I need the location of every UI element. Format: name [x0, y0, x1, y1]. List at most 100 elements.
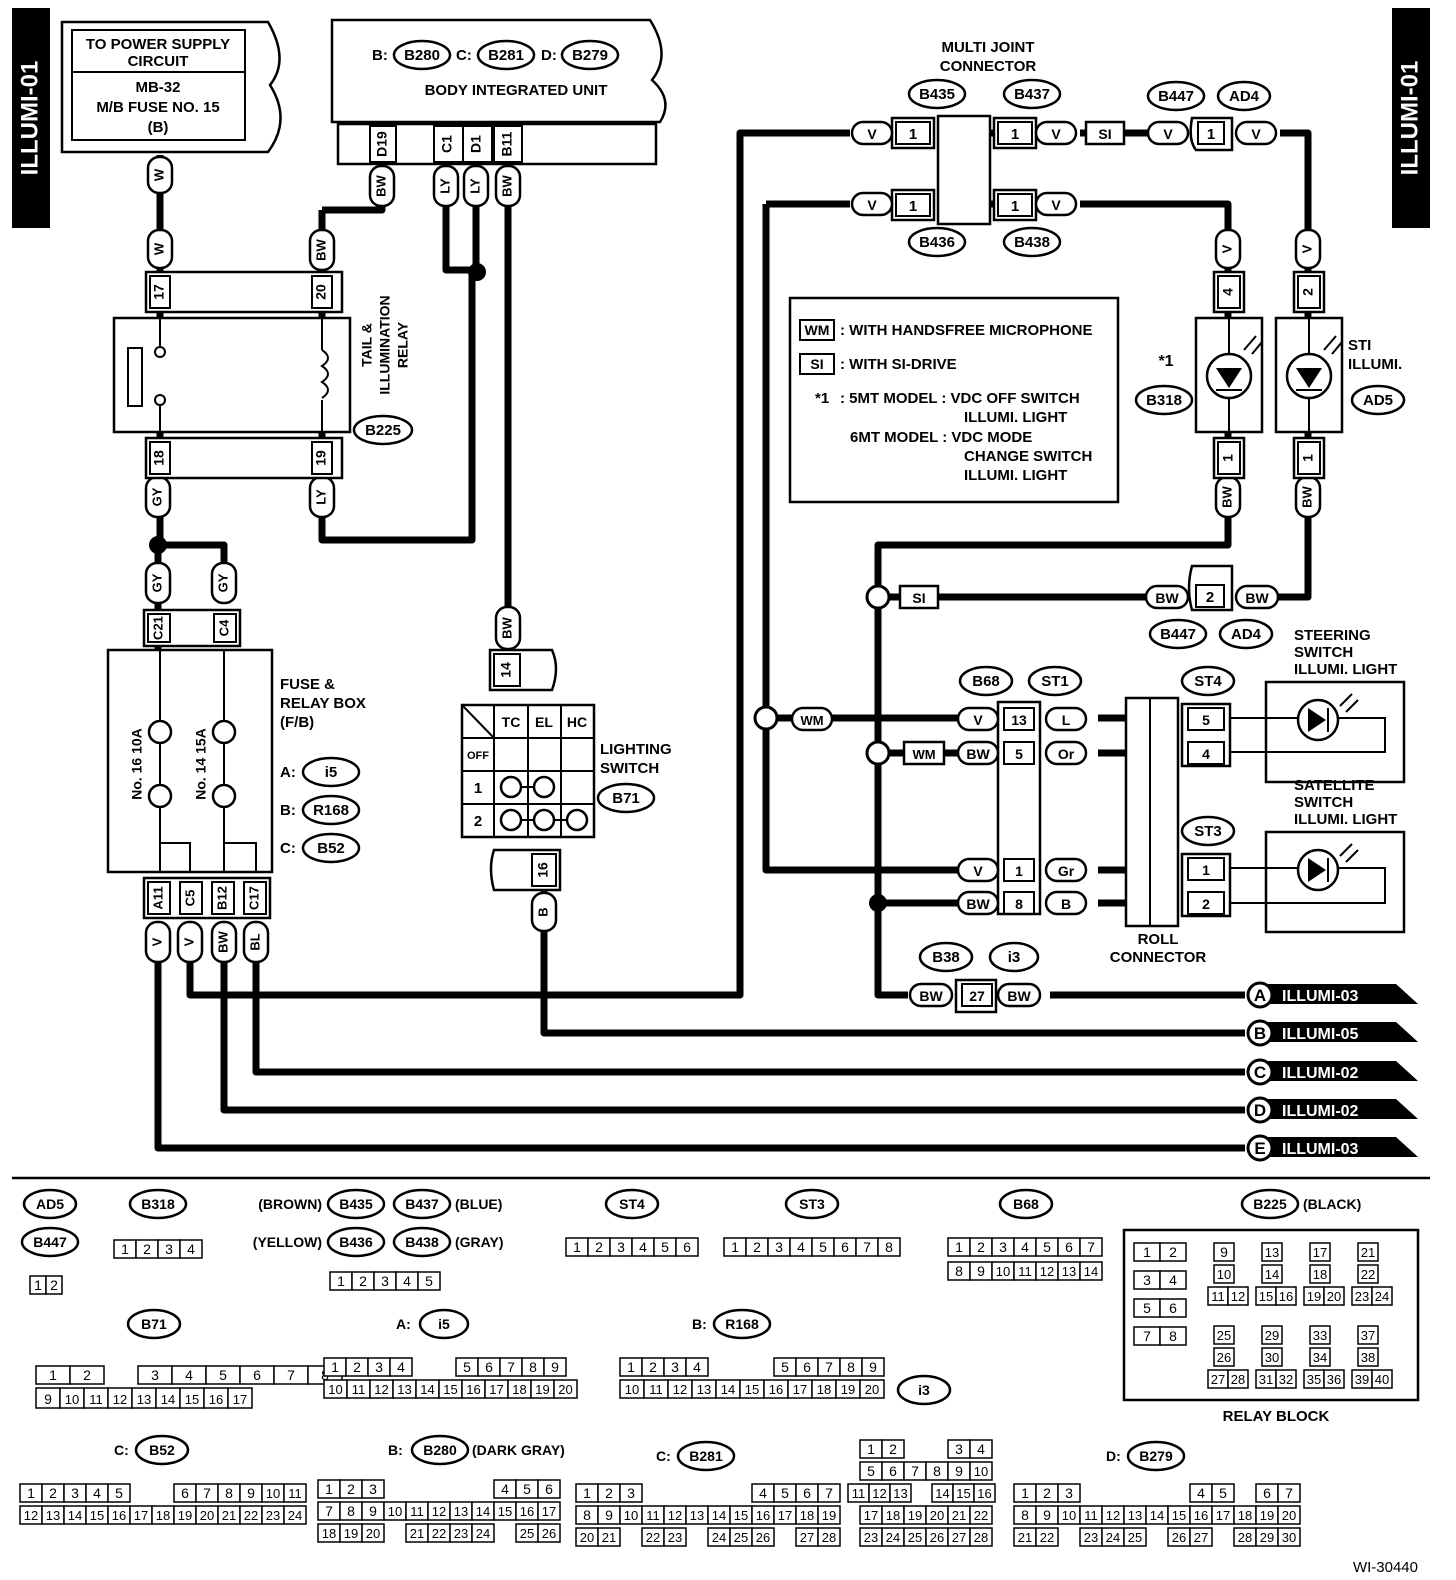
view-b447: B447: [33, 1234, 67, 1250]
pin-number: 2: [83, 1367, 91, 1383]
pin-number: 20: [580, 1530, 594, 1545]
relay-pin-18: 18: [151, 450, 167, 466]
pin-cell: [817, 1527, 841, 1547]
pin-cell: [389, 1357, 413, 1377]
ls-title-2: SWITCH: [600, 760, 659, 777]
ls-col-tc: TC: [502, 714, 521, 730]
pin-cell: [1323, 1369, 1345, 1389]
pin-number: 17: [1216, 1508, 1230, 1523]
pin-cell: [361, 1523, 385, 1543]
biu-ref-c-prefix: C:: [456, 47, 472, 64]
pin-cell: [619, 1483, 643, 1503]
pin-number: 25: [1128, 1530, 1142, 1545]
pin-number: 3: [671, 1359, 679, 1375]
sheet-code-right: ILLUMI-01: [1396, 61, 1423, 176]
vdc-pin-1: 1: [1220, 454, 1236, 462]
pin-number: 14: [1084, 1264, 1098, 1279]
biu-title: BODY INTEGRATED UNIT: [425, 82, 608, 99]
pin-number: 20: [865, 1382, 879, 1397]
fb-title-1: FUSE &: [280, 676, 335, 693]
pin-number: 13: [1128, 1508, 1142, 1523]
output-d[interactable]: D ILLUMI-02: [1246, 1096, 1418, 1124]
pin-number: 17: [778, 1508, 792, 1523]
vdc-pin-4: 4: [1220, 288, 1236, 296]
pin-cell: [1357, 1325, 1379, 1345]
pin-number: 3: [165, 1241, 173, 1257]
pin-number: 9: [605, 1507, 613, 1523]
pin-number: 1: [49, 1367, 57, 1383]
relay-id: B225: [365, 422, 401, 439]
pin-cell: [471, 1523, 495, 1543]
pin-cell: [1035, 1527, 1059, 1547]
b447-id-mid: B447: [1160, 626, 1196, 643]
output-e[interactable]: E ILLUMI-03: [1246, 1134, 1418, 1162]
pin-number: 2: [1169, 1244, 1177, 1260]
joint-id-b437: B437: [1014, 86, 1050, 103]
pin-number: 8: [933, 1463, 941, 1479]
biu-ref-c-id: B281: [488, 47, 524, 64]
pin-number: 4: [501, 1481, 509, 1497]
pin-cell: [283, 1483, 307, 1503]
vdc-mark: *1: [1158, 353, 1173, 370]
view-c-prefix-1: C:: [114, 1442, 129, 1458]
pin-number: 18: [886, 1508, 900, 1523]
roll-row1-pin: 13: [1011, 712, 1027, 728]
view-brown: (BROWN): [258, 1196, 322, 1212]
output-a[interactable]: A ILLUMI-03: [1246, 981, 1418, 1009]
pin-number: 16: [769, 1382, 783, 1397]
ls-pin-14: 14: [498, 662, 514, 678]
pin-cell: [1213, 1242, 1235, 1262]
pin-cell: [1159, 1242, 1187, 1262]
power-supply-box: TO POWER SUPPLY CIRCUIT MB-32 M/B FUSE N…: [60, 20, 282, 154]
pin-number: 24: [288, 1508, 302, 1523]
pin-number: 18: [156, 1508, 170, 1523]
wire-tag-v-6: V: [867, 197, 877, 213]
pin-number: 23: [266, 1508, 280, 1523]
pin-number: 6: [485, 1359, 493, 1375]
roll-row3-left: V: [973, 863, 983, 879]
pin-cell: [1123, 1527, 1147, 1547]
roll-row2-pin: 5: [1015, 746, 1023, 762]
pin-number: 8: [225, 1485, 233, 1501]
relay-title-2: ILLUMINATION: [377, 295, 393, 394]
pin-number: 20: [930, 1508, 944, 1523]
pin-number: 14: [721, 1382, 735, 1397]
pin-number: 17: [864, 1508, 878, 1523]
output-b[interactable]: B ILLUMI-05: [1246, 1019, 1418, 1047]
pin-number: 24: [1106, 1530, 1120, 1545]
pin-number: 4: [639, 1239, 647, 1255]
pin-number: 8: [1169, 1328, 1177, 1344]
wire-tag-wm-1: WM: [800, 713, 823, 728]
roll-row4-left: BW: [966, 896, 990, 912]
pin-number: 26: [756, 1530, 770, 1545]
power-line1: TO POWER SUPPLY: [86, 36, 230, 53]
sti-pin-2: 2: [1300, 288, 1316, 296]
pin-cell: [361, 1479, 385, 1499]
pin-number: 3: [617, 1239, 625, 1255]
legend-note-mark: *1: [815, 390, 829, 407]
pin-cell: [861, 1357, 885, 1377]
pin-number: 3: [1143, 1272, 1151, 1288]
view-b437: B437: [405, 1196, 439, 1212]
pin-number: 8: [347, 1503, 355, 1519]
sat-id: ST3: [1194, 823, 1222, 840]
output-c-ref: ILLUMI-02: [1282, 1065, 1359, 1082]
fb-ref-a-prefix: A:: [280, 764, 296, 781]
pin-number: 19: [535, 1382, 549, 1397]
pin-number: 18: [1238, 1508, 1252, 1523]
sheet-tab-left: ILLUMI-01: [12, 8, 50, 228]
legend-tag-wm: WM: [805, 322, 830, 338]
pin-number: 16: [520, 1504, 534, 1519]
pin-cell: [1357, 1264, 1379, 1284]
sti-title-1: STI: [1348, 337, 1371, 354]
view-relay-block: RELAY BLOCK: [1223, 1408, 1330, 1425]
output-c[interactable]: C ILLUMI-02: [1246, 1058, 1418, 1086]
pin-cell: [1159, 1326, 1187, 1346]
joint-id-b435: B435: [919, 86, 955, 103]
pin-number: 9: [1220, 1244, 1228, 1260]
pin-number: 1: [731, 1239, 739, 1255]
pin-number: 5: [781, 1485, 789, 1501]
pin-number: 8: [885, 1239, 893, 1255]
